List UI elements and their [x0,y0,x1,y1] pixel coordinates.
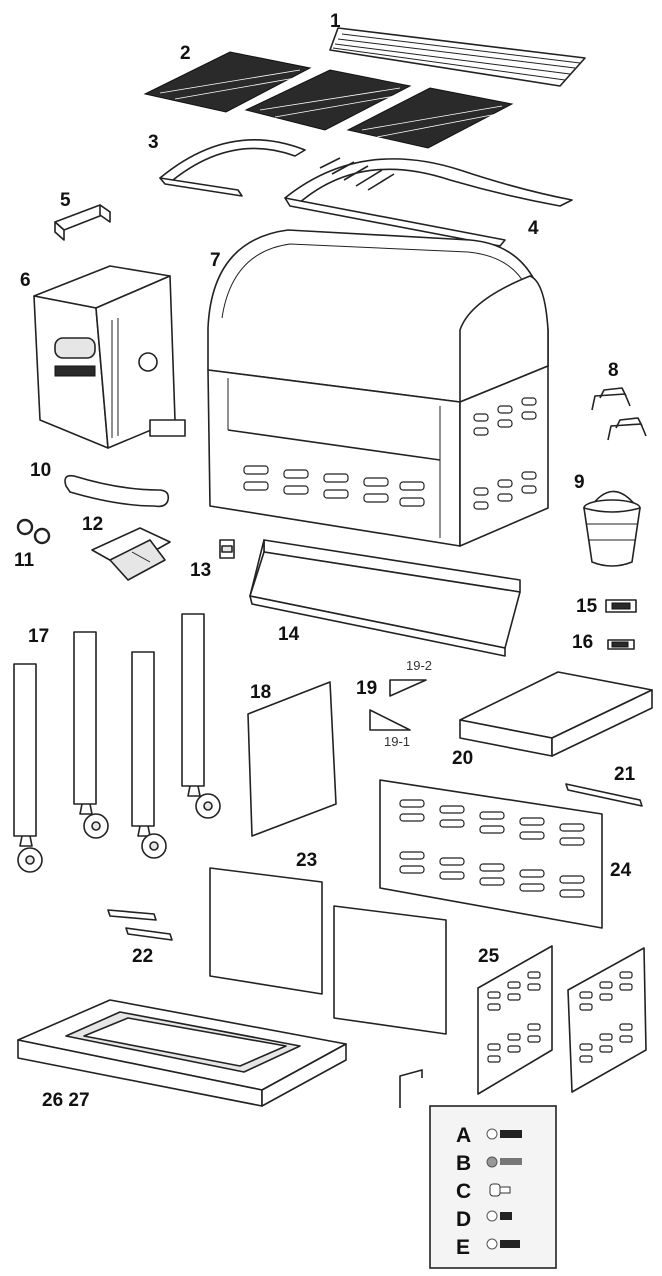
part-25-side-panels [477,945,647,1095]
label-16: 16 [572,632,593,653]
label-19-1: 19-1 [384,734,410,749]
label-18: 18 [250,682,271,703]
label-6: 6 [20,270,31,291]
label-10: 10 [30,460,51,481]
label-5: 5 [60,190,71,211]
label-19: 19 [356,678,377,699]
part-23-doors [209,867,447,1035]
allen-key [399,1069,423,1108]
part-5-bracket [54,204,111,241]
part-4-vented-heat-shield [284,157,573,247]
label-26-27: 26 27 [42,1090,90,1111]
part-6-hopper [33,265,186,449]
part-17-legs [13,613,221,873]
part-20-storage-box [459,671,653,757]
legend-letter-e: E [456,1236,470,1259]
label-15: 15 [576,596,598,617]
part-1-warming-rack [329,27,586,87]
part-26-27-base-frame [17,999,347,1107]
label-2: 2 [180,43,191,64]
legend-letter-a: A [456,1124,471,1147]
legend-letter-d: D [456,1208,471,1231]
part-9-grease-bucket [583,490,641,567]
label-7: 7 [210,250,221,271]
part-24-back-panel [379,779,603,929]
bolt-icon-d [486,1210,512,1222]
body-front-vents [243,465,425,507]
label-22: 22 [132,946,153,967]
legend-letter-c: C [456,1180,471,1203]
label-11: 11 [14,550,35,571]
label-9: 9 [574,472,585,493]
label-1: 1 [330,11,341,32]
bolt-icon-b [486,1156,522,1168]
legend-letter-b: B [456,1152,471,1175]
part-8-hooks [591,387,647,441]
label-13: 13 [190,560,211,581]
part-10-handle [64,474,170,508]
body-side-vents [473,397,537,510]
label-23: 23 [296,850,317,871]
part-22-rods [107,909,173,941]
label-8: 8 [608,360,619,381]
bolt-icon-a [486,1128,522,1140]
hardware-legend [429,1105,557,1269]
label-24: 24 [610,860,632,881]
label-14: 14 [278,624,300,645]
label-3: 3 [148,132,159,153]
label-12: 12 [82,514,103,535]
part-3-small-heat-shield [159,139,306,197]
label-20: 20 [452,748,473,769]
part-19-braces [369,679,427,731]
label-17: 17 [28,626,49,647]
part-15-bracket [605,599,637,613]
part-12-diffuser [91,527,171,581]
part-7-grill-body [207,229,549,547]
part-18-side-panel [247,681,337,837]
label-21: 21 [614,764,636,785]
part-13-clip [219,539,235,559]
part-11-washers [16,518,51,545]
part-14-front-shelf [249,539,521,657]
part-21-rod [565,783,643,807]
part-16-bracket [607,639,635,650]
part-2-cooking-grates [143,51,514,149]
back-panel-vents [399,799,585,898]
label-19-2: 19-2 [406,658,432,673]
label-4: 4 [528,218,539,239]
label-25: 25 [478,946,500,967]
bolt-icon-c [489,1183,511,1197]
bolt-icon-e [486,1238,520,1250]
